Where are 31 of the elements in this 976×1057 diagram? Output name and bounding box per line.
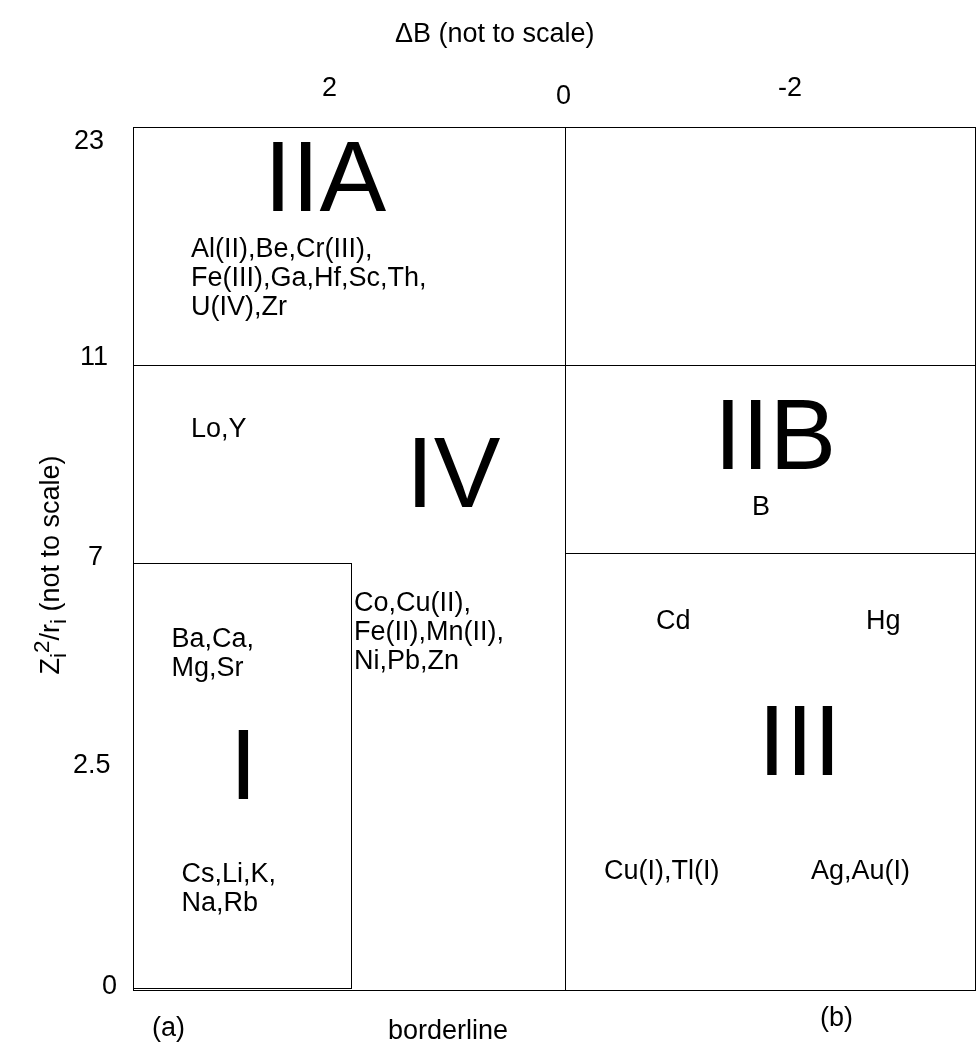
element-list: Cd (656, 606, 691, 635)
region-numeral: IIA (264, 126, 387, 226)
region-numeral: III (758, 690, 842, 790)
element-list: Ba,Ca, Mg,Sr (171, 623, 322, 682)
region-box (133, 127, 566, 366)
element-list: Co,Cu(II), Fe(II),Mn(II), Ni,Pb,Zn (354, 588, 554, 675)
region-numeral: I (229, 713, 258, 814)
element-list: Lo,Y (191, 414, 247, 443)
panel-label: (a) (152, 1012, 185, 1043)
region-numeral: IV (406, 422, 501, 522)
tick-label: 0 (556, 80, 572, 111)
region-box (565, 553, 976, 991)
axis-title: ΔB (not to scale) (395, 18, 595, 49)
region-box (132, 562, 352, 989)
tick-label: 2 (322, 72, 338, 103)
axis-note: borderline (388, 1015, 509, 1046)
element-list: Al(II),Be,Cr(III), Fe(III),Ga,Hf,Sc,Th, U(IV),Zr (191, 234, 453, 321)
region-box (133, 365, 566, 991)
element-list: Cu(I),Tl(I) (604, 856, 720, 885)
tick-label: 23 (74, 125, 105, 156)
element-list: Hg (866, 606, 901, 635)
region-numeral: IIB (714, 384, 837, 484)
tick-label: 7 (88, 541, 104, 572)
tick-label: 0 (102, 970, 118, 1001)
tick-label: 11 (80, 341, 109, 372)
panel-label: (b) (820, 1002, 853, 1033)
element-list: B (752, 492, 770, 521)
element-list: Ag,Au(I) (811, 856, 911, 885)
tick-label: -2 (778, 72, 802, 103)
tick-label: 2.5 (73, 749, 111, 780)
element-list: Cs,Li,K, Na,Rb (181, 858, 332, 917)
